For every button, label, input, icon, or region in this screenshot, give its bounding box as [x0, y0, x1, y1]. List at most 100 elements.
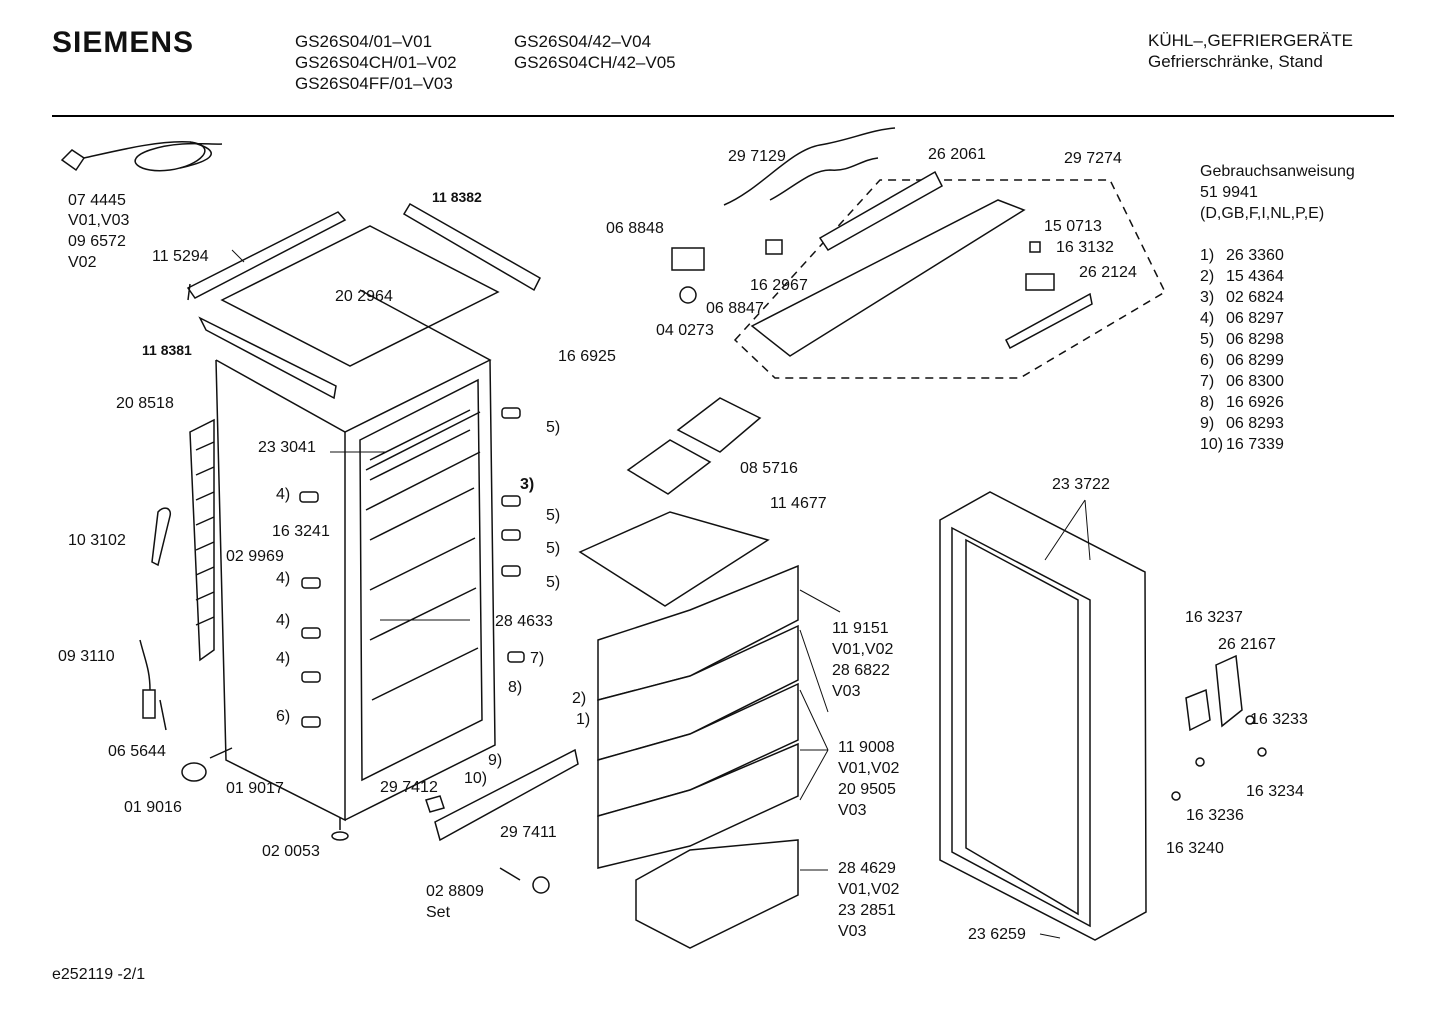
variant-label: V03: [832, 683, 861, 700]
legend-row: 6)06 8299: [1200, 352, 1284, 369]
part-number: 16 2967: [750, 277, 808, 294]
lamp-holder: [671, 247, 705, 271]
top-panel: [220, 225, 500, 367]
category-line: KÜHL–,GEFRIERGERÄTE: [1148, 31, 1353, 50]
leader-lines: [231, 249, 1091, 939]
callout-3: 3): [520, 476, 535, 493]
part-number: 01 9017: [226, 780, 284, 797]
callout-4: 4): [276, 486, 291, 503]
feet: [181, 747, 349, 841]
part-number: 02 8809: [426, 883, 484, 900]
drain-tube: [151, 507, 172, 567]
part-number: 20 8518: [116, 395, 174, 412]
part-number: 11 8381: [142, 342, 192, 358]
part-number: 29 7411: [500, 824, 557, 841]
part-number: 16 3237: [1185, 609, 1243, 626]
legend-row: 10)16 7339: [1200, 436, 1284, 453]
legend-row: 8)16 6926: [1200, 394, 1284, 411]
switch: [765, 239, 783, 255]
callout-4: 4): [276, 650, 291, 667]
part-number: 11 4677: [770, 495, 827, 512]
cold-accumulators: [626, 397, 762, 495]
callout-2: 2): [572, 690, 587, 707]
part-number: 29 7274: [1064, 150, 1122, 167]
part-number: 06 8847: [706, 300, 764, 317]
callout-5: 5): [546, 574, 561, 591]
part-number: 23 6259: [968, 926, 1026, 943]
control-panel-outline: [733, 179, 1166, 379]
callout-8: 8): [508, 679, 523, 696]
shelf-supports: [299, 407, 525, 728]
variant-label: V02: [68, 254, 97, 271]
control-board: [818, 170, 943, 251]
top-rail-left: [186, 211, 347, 301]
part-number: 02 0053: [262, 843, 320, 860]
glass-shelf: [578, 511, 770, 607]
door: [939, 491, 1147, 941]
lamp: [679, 286, 697, 304]
part-number: 11 5294: [152, 248, 209, 265]
part-number: 23 3722: [1052, 476, 1110, 493]
thermostat-sensor: [139, 639, 167, 731]
variant-label: V03: [838, 923, 867, 940]
part-number: 09 6572: [68, 233, 126, 250]
callout-7: 7): [530, 650, 545, 667]
variant-label: V01,V02: [832, 641, 894, 658]
part-number: 26 2167: [1218, 636, 1276, 653]
part-number: 15 0713: [1044, 218, 1102, 235]
part-number: 16 3132: [1056, 239, 1114, 256]
callout-5: 5): [546, 507, 561, 524]
model-code: GS26S04FF/01–V03: [295, 74, 453, 93]
part-number: 11 8382: [432, 189, 482, 205]
model-list-1: GS26S04/01–V01 GS26S04CH/01–V02 GS26S04F…: [295, 31, 457, 94]
part-number: 02 9969: [226, 548, 284, 565]
part-number: 11 9008: [838, 739, 895, 756]
part-number: 10 3102: [68, 532, 126, 549]
part-number: 29 7412: [380, 779, 438, 796]
part-number: 04 0273: [656, 322, 714, 339]
manual-languages: (D,GB,F,I,NL,P,E): [1200, 205, 1325, 222]
model-code: GS26S04CH/01–V02: [295, 53, 457, 72]
control-panel-housing: [750, 199, 1026, 357]
set-label: Set: [426, 904, 451, 921]
callout-9: 9): [488, 752, 503, 769]
cabinet-body: [215, 289, 496, 822]
brand-logo: SIEMENS: [52, 26, 195, 59]
manual-number: 51 9941: [1200, 184, 1258, 201]
power-cord: [60, 140, 223, 172]
wiring-harness: [723, 127, 896, 206]
model-code: GS26S04CH/42–V05: [514, 53, 676, 72]
part-number: 16 6925: [558, 348, 616, 365]
plinth-clip: [425, 795, 445, 813]
callout-10: 10): [464, 770, 488, 787]
part-number: 16 3240: [1166, 840, 1224, 857]
part-number: 06 8848: [606, 220, 664, 237]
part-number: 26 2124: [1079, 264, 1137, 281]
variant-label: V01,V02: [838, 760, 900, 777]
model-code: GS26S04/01–V01: [295, 32, 433, 51]
part-number: 09 3110: [58, 648, 115, 665]
part-number: 07 4445: [68, 192, 126, 209]
legend-row: 1)26 3360: [1200, 247, 1284, 264]
part-number: 29 7129: [728, 148, 786, 165]
part-number: 28 6822: [832, 662, 890, 679]
part-number: 11 9151: [832, 620, 889, 637]
part-number: 28 4633: [495, 613, 553, 630]
top-rail-right: [402, 202, 541, 292]
part-number: 08 5716: [740, 460, 798, 477]
part-number: 16 3241: [272, 523, 330, 540]
display-panel: [1025, 273, 1055, 291]
manual-title: Gebrauchsanweisung: [1200, 163, 1355, 180]
part-number: 23 2851: [838, 902, 896, 919]
part-number: 16 3233: [1250, 711, 1308, 728]
legend-row: 9)06 8293: [1200, 415, 1284, 432]
legend-row: 2)15 4364: [1200, 268, 1284, 285]
legend-row: 7)06 8300: [1200, 373, 1284, 390]
knob: [1029, 241, 1041, 253]
legend-row: 4)06 8297: [1200, 310, 1284, 327]
hinge-bracket: [1171, 654, 1267, 801]
plinth: [434, 748, 579, 842]
condenser-coil: [189, 418, 215, 662]
callout-1: 1): [576, 711, 591, 728]
